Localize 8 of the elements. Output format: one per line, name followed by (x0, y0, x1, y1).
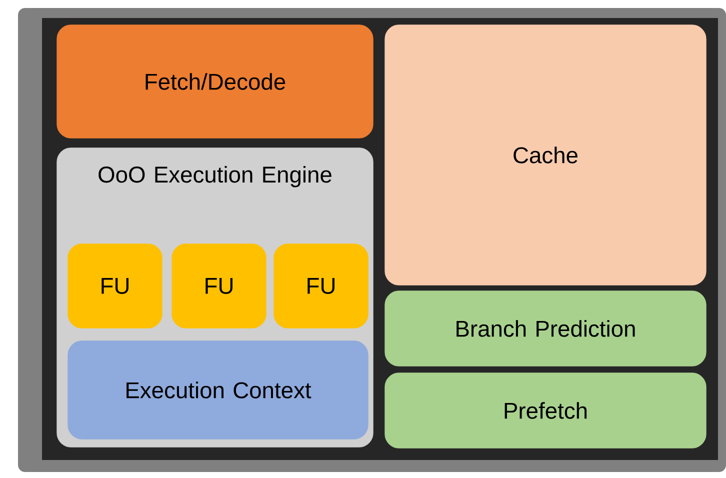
cache-box: Cache (384, 24, 706, 286)
unit-box: Prefetch (384, 372, 706, 448)
unit-box: FU (172, 244, 266, 328)
context-box: Execution Context (68, 340, 368, 440)
unit-box: FU (68, 244, 162, 328)
unit-box: Branch Prediction (384, 290, 706, 366)
unit-box: FU (274, 244, 368, 328)
stage-box: Fetch/Decode (56, 24, 374, 138)
